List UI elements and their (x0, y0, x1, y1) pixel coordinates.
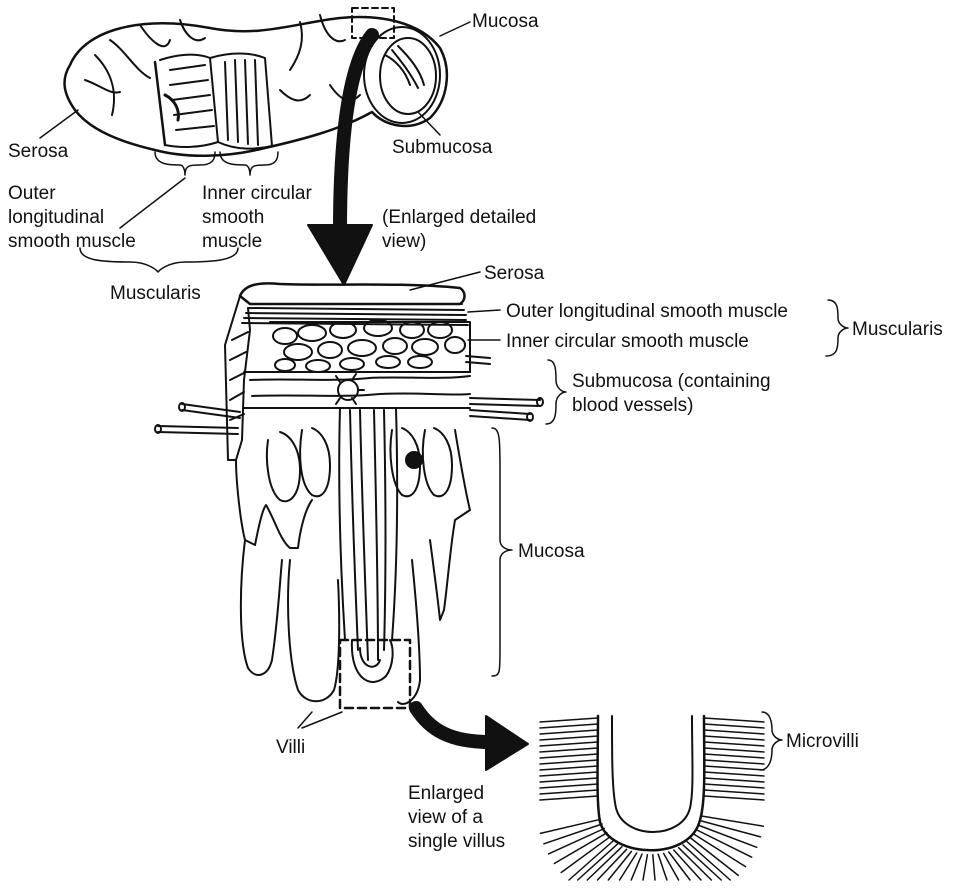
label-muscularis-top: Muscularis (110, 282, 201, 306)
label-inner-circular-top: Inner circular smooth muscle (202, 182, 312, 254)
label-microvilli: Microvilli (786, 730, 859, 754)
enlarge-arrow-top (308, 35, 372, 285)
label-enlarged-detailed-view: (Enlarged detailed view) (382, 206, 536, 254)
label-submucosa-top: Submucosa (392, 136, 492, 160)
label-outer-longitudinal-top: Outer longitudinal smooth muscle (8, 182, 136, 254)
label-villi: Villi (276, 736, 305, 760)
label-mucosa-mid: Mucosa (518, 540, 585, 564)
label-mucosa-top: Mucosa (472, 10, 539, 34)
label-outer-longitudinal-mid: Outer longitudinal smooth muscle (506, 300, 788, 324)
label-serosa-top: Serosa (8, 140, 68, 164)
label-enlarged-single-villus: Enlarged view of a single villus (408, 782, 505, 854)
single-villus (540, 716, 764, 880)
label-inner-circular-mid: Inner circular smooth muscle (506, 330, 749, 354)
label-muscularis-mid: Muscularis (852, 318, 943, 342)
intestine-tube (65, 8, 447, 156)
enlarge-arrow-bottom (416, 708, 528, 770)
wall-cross-section (155, 283, 543, 708)
label-serosa-mid: Serosa (484, 262, 544, 286)
label-submucosa-mid: Submucosa (containing blood vessels) (572, 370, 771, 418)
